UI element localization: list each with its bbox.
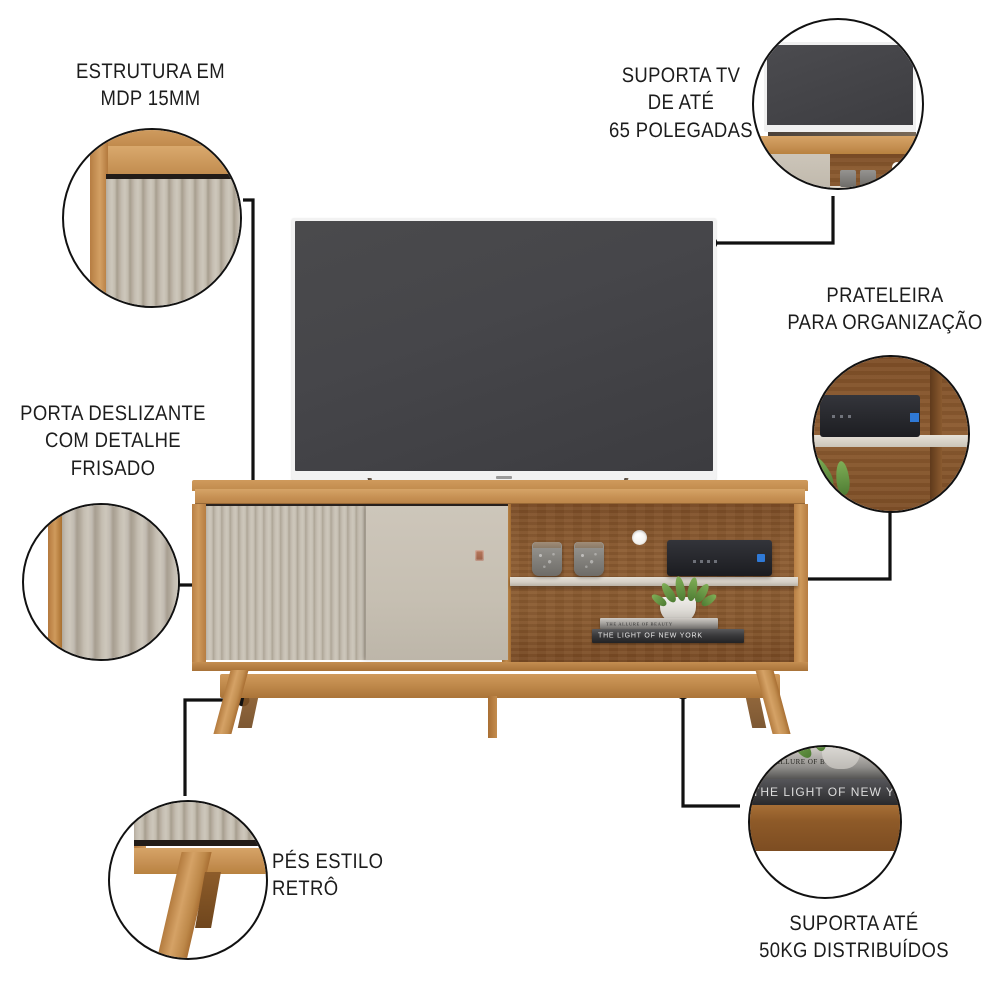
- cabinet-top-surface: [195, 489, 805, 505]
- organization-shelf: [510, 577, 798, 586]
- callout-label-pes: PÉS ESTILO RETRÔ: [272, 850, 384, 901]
- book-item: THE LIGHT OF NEW YORK: [592, 629, 744, 643]
- bubble-art-prateleira: [814, 357, 968, 511]
- bubble-tv-feet: [768, 132, 916, 136]
- callout-label-porta: PORTA DESLIZANTE COM DETALHE FRISADO: [20, 402, 206, 480]
- bubble-fluted-texture: [62, 505, 178, 659]
- bubble-art-peso: THE ALLURE OF BEAUTY THE LIGHT OF NEW YO…: [750, 747, 900, 897]
- callout-label-estrutura: ESTRUTURA EM MDP 15MM: [75, 60, 225, 111]
- bubble-door: [754, 154, 830, 188]
- bubble-book-lower: THE LIGHT OF NEW YORK: [750, 779, 900, 805]
- door-handle[interactable]: [475, 550, 484, 561]
- bubble-art-estrutura: [64, 130, 240, 306]
- bubble-cabinet-top: [754, 136, 922, 154]
- bubble-art-porta: [24, 505, 178, 659]
- bubble-media-led: [910, 413, 919, 422]
- door-plain-panel: [366, 506, 508, 660]
- bubble-leg-flute: [134, 802, 266, 840]
- media-player-led: [757, 554, 765, 562]
- callout-label-peso: SUPORTA ATÉ 50KG DISTRIBUÍDOS: [759, 912, 949, 963]
- book-item: THE ALLURE OF BEAUTY: [600, 618, 718, 629]
- tv-screen: [295, 221, 713, 471]
- cabinet-body: THE ALLURE OF BEAUTY THE LIGHT OF NEW YO…: [192, 480, 808, 680]
- bubble-plant-pot: [822, 747, 860, 769]
- bubble-wood-top: [104, 146, 240, 174]
- retro-leg-center: [488, 696, 497, 738]
- sliding-door[interactable]: [206, 506, 508, 660]
- bubble-art-suporta-tv: [754, 20, 922, 188]
- tv-stand-product-image: THE ALLURE OF BEAUTY THE LIGHT OF NEW YO…: [192, 218, 808, 748]
- cabinet-back-rail: [192, 480, 808, 491]
- bubble-media-indicators: [832, 415, 854, 418]
- ceramic-pot-2: [574, 542, 604, 576]
- bubble-shelf: [830, 186, 922, 188]
- ceramic-pot-1: [532, 542, 562, 576]
- bubble-door-frame: [48, 505, 62, 659]
- bubble-book-title-2: THE LIGHT OF NEW YORK: [752, 785, 900, 799]
- callout-label-suporta-tv: SUPORTA TV DE ATÉ 65 POLEGADAS: [609, 64, 753, 142]
- television: [292, 218, 716, 498]
- bubble-shelf-edge: [750, 805, 900, 851]
- cabinet-side-left: [192, 504, 206, 670]
- door-top-strip: [206, 504, 508, 507]
- callout-bubble-suporta-tv: [752, 18, 924, 190]
- bubble-cable-hole: [892, 162, 902, 172]
- cabinet-bottom-rail: [192, 662, 808, 671]
- base-rail: [220, 674, 780, 698]
- bubble-interior-divider: [930, 357, 942, 511]
- bubble-fluted-panel: [106, 179, 240, 306]
- bubble-pot-1: [840, 170, 856, 187]
- media-player-device: [667, 540, 772, 576]
- bubble-dark-strip: [106, 174, 240, 179]
- bubble-wood-side: [90, 130, 108, 306]
- callout-bubble-prateleira: [812, 355, 970, 513]
- cable-grommet-hole: [632, 530, 647, 545]
- fluted-panel: [206, 506, 366, 660]
- callout-bubble-pes: [108, 800, 268, 960]
- cabinet-side-right: [794, 504, 808, 670]
- tv-logo: [496, 475, 512, 479]
- bubble-book-title-1: THE ALLURE OF BEAUTY: [758, 758, 852, 766]
- callout-bubble-peso: THE ALLURE OF BEAUTY THE LIGHT OF NEW YO…: [748, 745, 902, 899]
- callout-label-prateleira: PRATELEIRA PARA ORGANIZAÇÃO: [787, 284, 983, 335]
- bubble-leg-dark-strip: [134, 840, 266, 846]
- book-title: THE LIGHT OF NEW YORK: [598, 632, 703, 640]
- book-title: THE ALLURE OF BEAUTY: [606, 621, 673, 626]
- callout-bubble-estrutura: [62, 128, 242, 308]
- bubble-shelf-board: [814, 435, 968, 447]
- bubble-tv-screen: [767, 45, 913, 125]
- bubble-pot-2: [860, 170, 876, 187]
- callout-bubble-porta: [22, 503, 180, 661]
- book-stack: THE ALLURE OF BEAUTY THE LIGHT OF NEW YO…: [592, 618, 744, 644]
- bubble-art-pes: [110, 802, 266, 958]
- media-player-indicators: [693, 560, 719, 563]
